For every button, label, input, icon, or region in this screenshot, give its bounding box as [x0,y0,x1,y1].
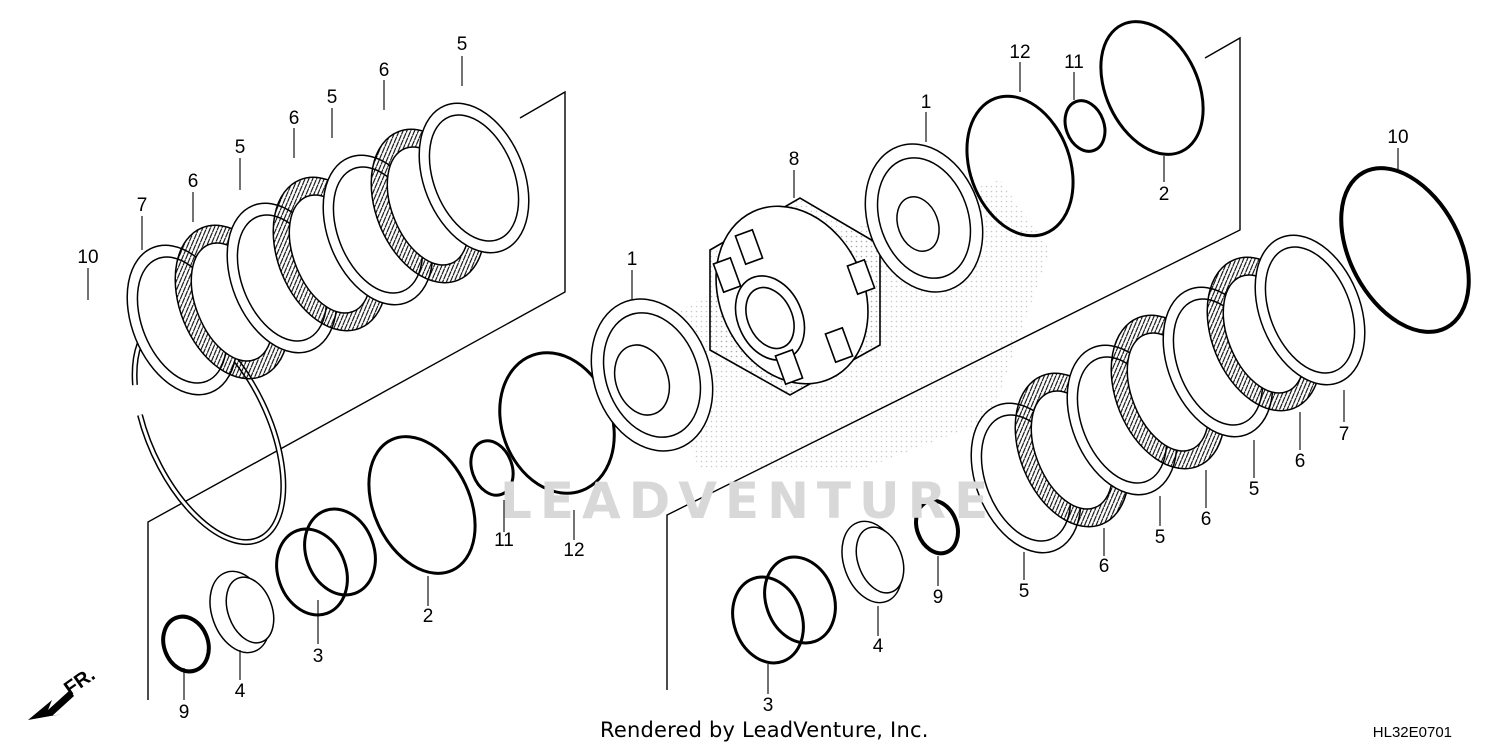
part-label: 10 [1387,127,1408,148]
clutch-drum [709,197,881,396]
part-label: 12 [1009,42,1030,63]
part-label: 6 [188,171,199,192]
part-label: 9 [933,587,944,608]
callouts-left: 5 6 5 6 5 6 7 10 1 11 12 2 3 4 9 [77,34,637,723]
leader-lines [87,56,1399,700]
part-label: 5 [1249,479,1260,500]
part-label: 6 [379,60,390,81]
diagram-code: HL32E0701 [1372,724,1452,741]
part-label: 6 [1201,509,1212,530]
part-label: 1 [627,249,638,270]
part-label: 5 [1155,527,1166,548]
front-direction-arrow: FR. [28,664,99,720]
part-label: 6 [1099,556,1110,577]
part-label: 4 [873,636,884,657]
right-lower-parts [731,498,960,665]
part-label: 5 [1019,581,1030,602]
part-label: 2 [1159,184,1170,205]
part-label: 12 [563,540,584,561]
right-assembly-frame [666,36,1241,690]
left-clutch-pack [126,102,530,545]
part-label: 7 [137,195,148,216]
part-label: 5 [235,137,246,158]
footer-credit: Rendered by LeadVenture, Inc. [600,718,929,742]
part-label: 1 [921,92,932,113]
part-label: 2 [423,606,434,627]
callouts-right: 8 1 12 11 2 10 7 6 5 6 5 6 5 9 4 3 [763,42,1409,716]
right-upper-parts [864,20,1205,293]
part-label: 5 [327,87,338,108]
part-label: 6 [289,108,300,129]
part-label: 10 [77,247,98,268]
part-label: 11 [494,530,514,551]
watermark: LEADVENTURE [500,472,997,530]
part-label: 5 [457,34,468,55]
left-lower-parts [161,298,714,674]
part-label: 3 [763,695,774,716]
part-label: 3 [313,646,324,667]
part-label: 8 [789,149,800,170]
left-assembly-frame [147,90,566,700]
part-label: 4 [235,681,246,702]
right-clutch-pack [970,166,1471,554]
part-label: 7 [1339,424,1350,445]
part-label: 11 [1064,52,1084,73]
part-label: 9 [179,702,190,723]
part-label: 6 [1295,451,1306,472]
